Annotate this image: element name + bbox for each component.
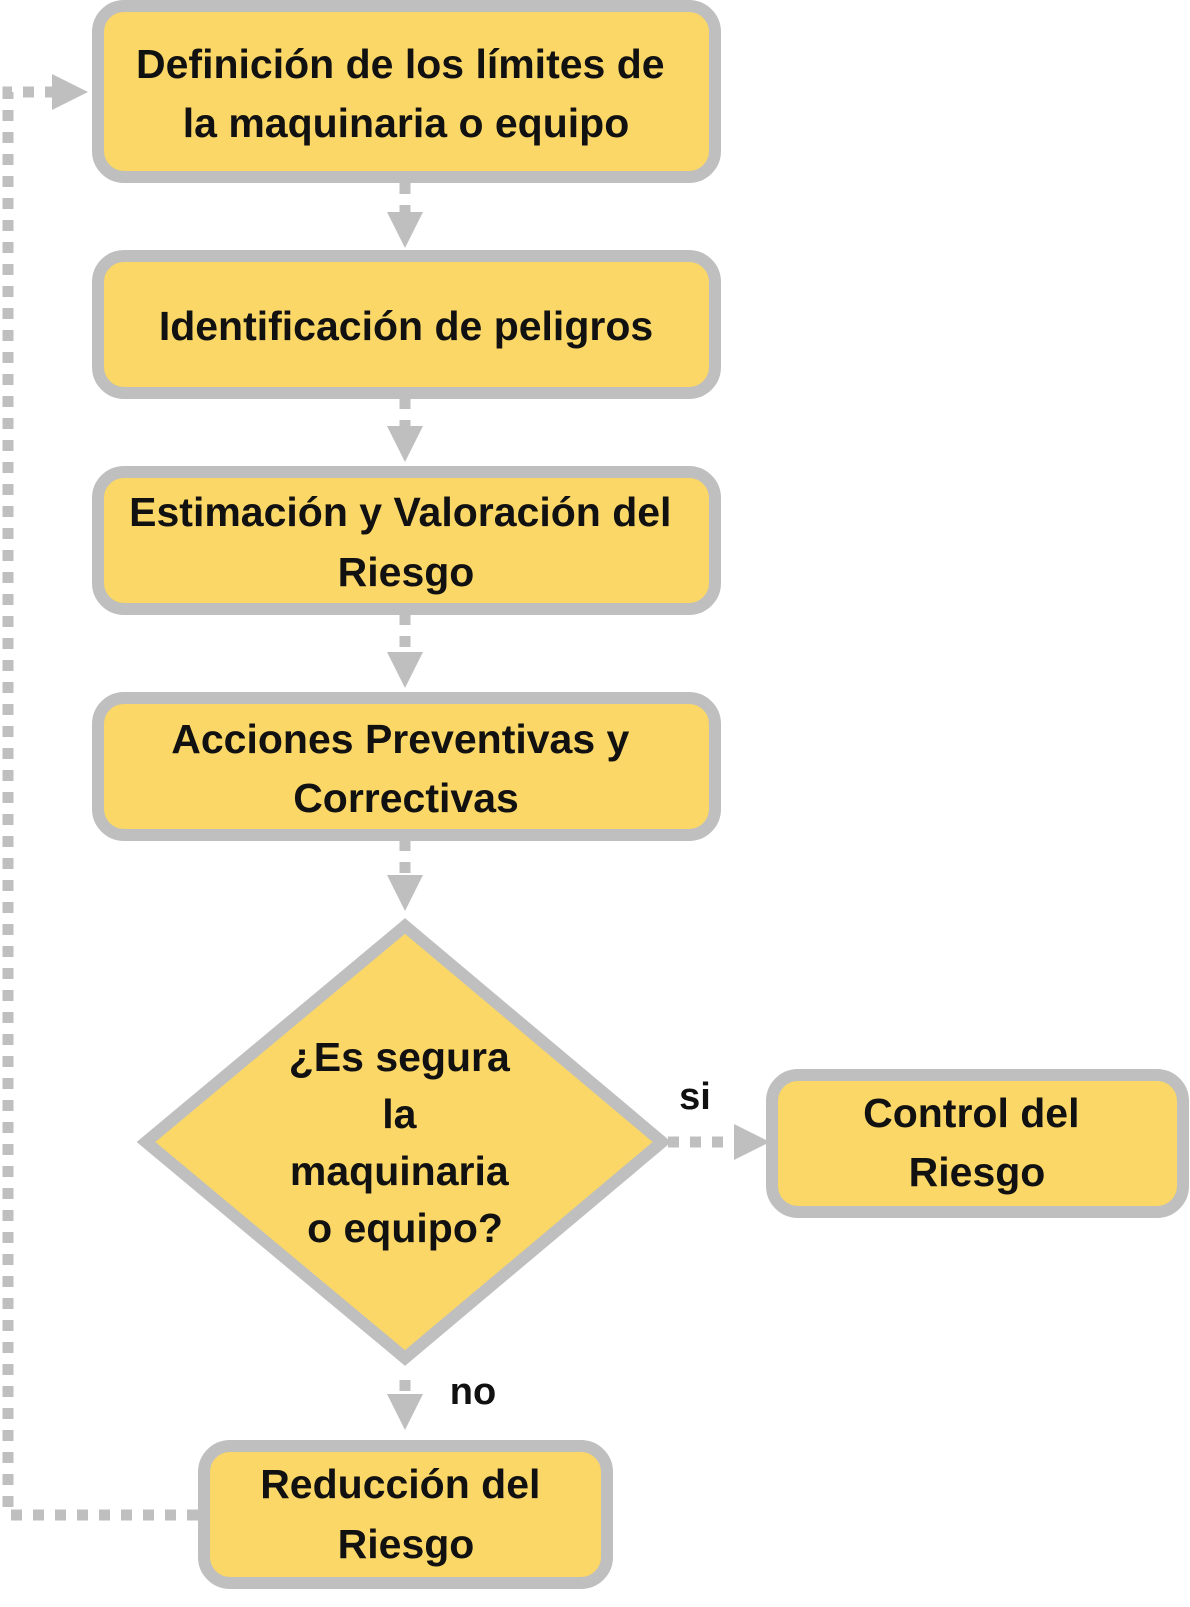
edge-label-no: no — [450, 1371, 496, 1413]
step-hazard-identification: Identificación de peligros — [92, 250, 721, 399]
decision-diamond — [136, 918, 672, 1366]
step-risk-reduction: Reducción del Riesgo — [198, 1440, 613, 1589]
step-define-limits: Definición de los límites de la maquinar… — [92, 0, 721, 183]
step-hazard-identification-label: Identificación de peligros — [159, 303, 653, 349]
step-risk-control-box — [766, 1069, 1189, 1218]
step-hazard-identification-box — [92, 250, 721, 399]
step-risk-estimation-label: Estimación y Valoración del Riesgo — [129, 489, 683, 595]
step-hazard-identification-line-1: Identificación de peligros — [159, 303, 653, 349]
step-risk-reduction-label: Reducción del Riesgo — [260, 1461, 552, 1567]
edge-reduction-back-to-limits — [2, 74, 198, 1521]
step-risk-estimation: Estimación y Valoración del Riesgo — [92, 466, 721, 615]
step-risk-control: Control del Riesgo — [766, 1069, 1189, 1218]
step-actions-box — [92, 692, 721, 841]
connectors — [2, 74, 770, 1521]
decision-is-machine-safe: ¿Es segura la maquinaria o equipo? — [136, 918, 672, 1366]
step-risk-estimation-line-2: Riesgo — [338, 549, 475, 595]
step-risk-control-label: Control del Riesgo — [863, 1090, 1091, 1195]
decision-label: ¿Es segura la maquinaria o equipo? — [289, 1034, 521, 1251]
step-define-limits-label: Definición de los límites de la maquinar… — [136, 41, 676, 146]
step-actions-label: Acciones Preventivas y Correctivas — [171, 716, 641, 821]
step-risk-estimation-line-1: Estimación y Valoración del — [129, 489, 671, 535]
step-define-limits-line-2: la maquinaria o equipo — [183, 100, 630, 146]
step-risk-estimation-box — [92, 466, 721, 615]
step-actions-line-1: Acciones Preventivas y — [171, 716, 629, 762]
step-risk-control-line-1: Control del — [863, 1090, 1079, 1136]
edge-label-yes: si — [679, 1076, 711, 1118]
step-risk-reduction-box — [198, 1440, 613, 1589]
step-risk-reduction-line-2: Riesgo — [338, 1521, 475, 1567]
step-risk-control-line-2: Riesgo — [909, 1149, 1046, 1195]
step-risk-reduction-line-1: Reducción del — [260, 1461, 540, 1507]
decision-line-3: maquinaria — [290, 1148, 510, 1194]
decision-line-4: o equipo? — [307, 1205, 503, 1251]
step-preventive-corrective-actions: Acciones Preventivas y Correctivas — [92, 692, 721, 841]
decision-line-2: la — [382, 1091, 417, 1137]
step-actions-line-2: Correctivas — [293, 775, 519, 821]
decision-line-1: ¿Es segura — [289, 1034, 511, 1080]
step-define-limits-line-1: Definición de los límites de — [136, 41, 665, 87]
step-define-limits-box — [92, 0, 721, 183]
